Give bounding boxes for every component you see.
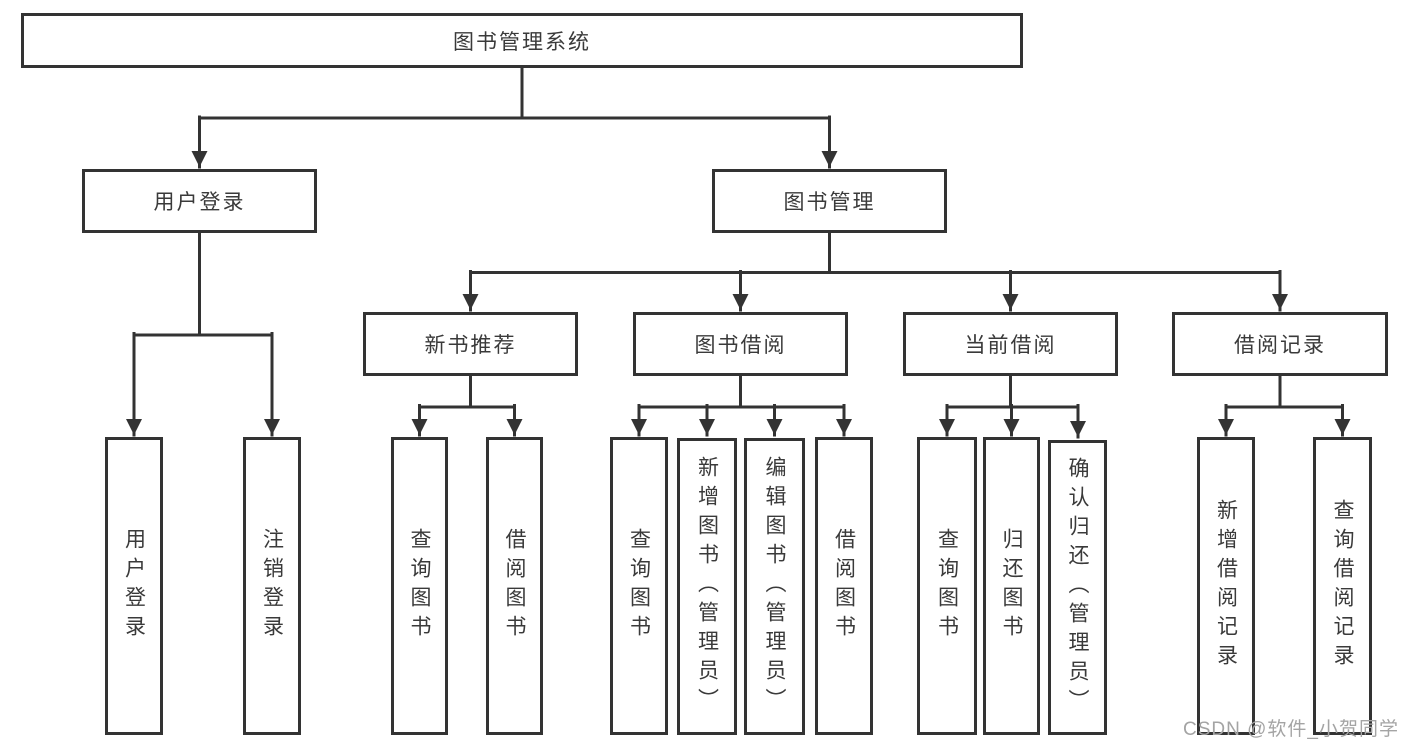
edges-newbookrec-to-leaves <box>411 374 523 437</box>
leaf-user-login: 用户登录 <box>105 437 163 735</box>
node-user-login-label: 用户登录 <box>153 191 246 214</box>
leaf-borrow-books-recommendation: 借阅图书 <box>486 437 543 735</box>
leaf-return-book: 归还图书 <box>983 437 1040 735</box>
edges-bookborrow-to-leaves <box>631 374 852 437</box>
leaf-add-book-admin: 新增图书（管理员） <box>677 438 737 735</box>
edges-userlogin-to-leaves <box>126 231 280 437</box>
node-current-borrowing: 当前借阅 <box>903 312 1118 376</box>
leaf-edit-book-admin: 编辑图书（管理员） <box>744 438 805 735</box>
node-user-login: 用户登录 <box>82 169 317 233</box>
leaf-query-borrow-record: 查询借阅记录 <box>1313 437 1372 735</box>
node-new-book-recommendation: 新书推荐 <box>363 312 578 376</box>
leaf-query-books-borrowing: 查询图书 <box>610 437 668 735</box>
leaf-borrow-books-borrowing: 借阅图书 <box>815 437 873 735</box>
node-borrowing-records-label: 借阅记录 <box>1234 334 1326 357</box>
edges-currentborrow-to-leaves <box>939 374 1086 439</box>
edges-root-to-level2 <box>191 66 838 169</box>
node-current-borrowing-label: 当前借阅 <box>964 334 1057 357</box>
node-borrowing-records: 借阅记录 <box>1172 312 1388 376</box>
leaf-add-borrow-record: 新增借阅记录 <box>1197 437 1255 735</box>
node-book-borrowing-label: 图书借阅 <box>694 334 787 357</box>
node-root-label: 图书管理系统 <box>453 30 591 54</box>
node-new-book-recommendation-label: 新书推荐 <box>424 334 517 357</box>
leaf-query-books-current: 查询图书 <box>917 437 977 735</box>
edges-bookmgmt-to-level3 <box>462 231 1288 312</box>
node-book-borrowing: 图书借阅 <box>633 312 848 376</box>
leaf-confirm-return-admin: 确认归还（管理员） <box>1048 440 1107 735</box>
node-book-management-label: 图书管理 <box>783 191 876 214</box>
node-root-system: 图书管理系统 <box>21 13 1023 68</box>
leaf-query-books-recommendation: 查询图书 <box>391 437 448 735</box>
csdn-watermark: CSDN @软件_小贺同学 <box>1183 719 1399 740</box>
leaf-logout: 注销登录 <box>243 437 301 735</box>
edges-borrowrecords-to-leaves <box>1218 374 1351 437</box>
node-book-management: 图书管理 <box>712 169 947 233</box>
